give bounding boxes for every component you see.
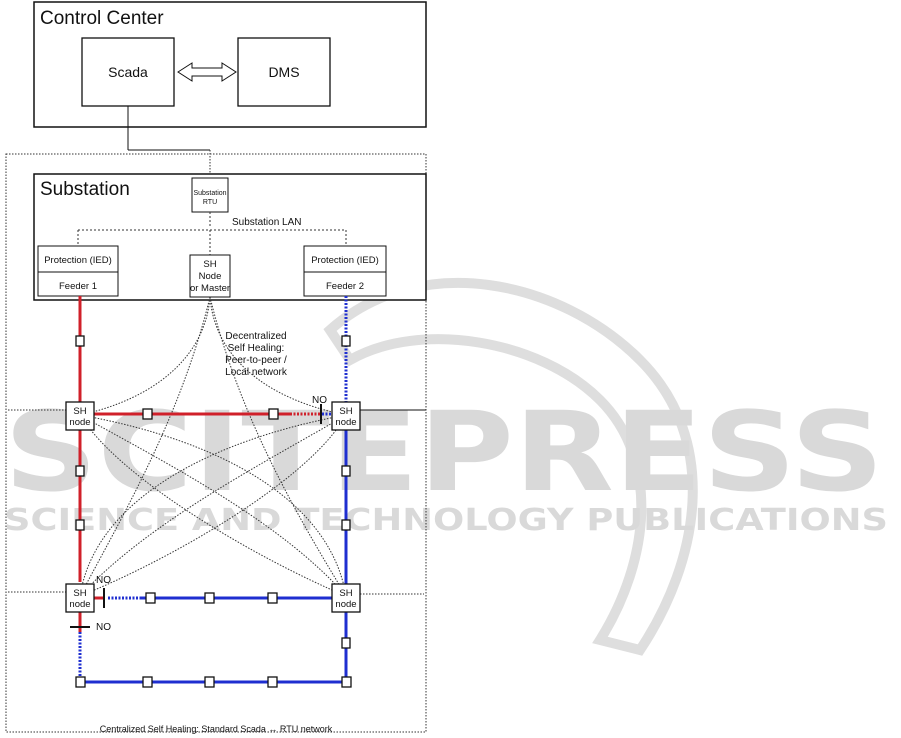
scada-box	[81, 37, 175, 107]
substation-rtu-box	[191, 177, 229, 213]
protection-left-box	[37, 245, 119, 297]
sensor	[204, 676, 215, 688]
sensor	[142, 676, 153, 688]
sensor	[75, 676, 86, 688]
sensor	[341, 637, 351, 649]
centralized-network-boundary	[5, 153, 427, 733]
sensor	[268, 408, 279, 420]
substation-rtu-line1: Substation	[193, 190, 226, 197]
protection-right-label: Protection (IED)	[311, 255, 379, 266]
decentralized-line4: Local network	[225, 367, 288, 378]
dms-box	[237, 37, 331, 107]
footer-caption: Centralized Self Healing: Standard Scada…	[100, 724, 333, 734]
substation-lan-label: Substation LAN	[232, 217, 302, 228]
sh-master-line2: Node	[199, 271, 222, 282]
sensor	[341, 519, 351, 531]
sh-node-label: node	[335, 417, 356, 428]
decentralized-line3: Peer-to-peer /	[225, 355, 287, 366]
sh-node-top-left: SH node	[65, 401, 95, 431]
watermark-sub: SCIENCE AND TECHNOLOGY PUBLICATIONS	[4, 503, 888, 538]
substation: Substation Substation RTU Substation LAN…	[33, 173, 427, 301]
dms-label: DMS	[268, 64, 299, 80]
sh-communication-links	[8, 296, 424, 597]
sh-master-box	[189, 254, 231, 298]
sh-master-line1: SH	[203, 259, 216, 270]
sensor	[204, 592, 215, 604]
sh-node-label: SH	[73, 588, 86, 599]
sh-node-top-right: SH node	[331, 401, 361, 431]
control-center-title: Control Center	[40, 8, 164, 29]
sh-node-bottom-left: SH node	[65, 583, 95, 613]
sensor	[142, 408, 153, 420]
watermark: SCITEPRESS SCIENCE AND TECHNOLOGY PUBLIC…	[4, 277, 888, 656]
no-label-top: NO	[312, 395, 327, 406]
watermark-main: SCITEPRESS	[4, 388, 884, 516]
sh-node-label: node	[335, 599, 356, 610]
sh-node-label: SH	[73, 406, 86, 417]
scada-dms-double-arrow	[177, 62, 237, 82]
sensor	[267, 592, 278, 604]
sh-node-label: node	[69, 417, 90, 428]
sensor	[75, 465, 85, 477]
sh-master-line3: or Master	[190, 283, 230, 294]
decentralized-line1: Decentralized	[225, 331, 286, 342]
scada-label: Scada	[108, 64, 148, 80]
decentralized-line2: Self Healing:	[228, 343, 285, 354]
sensor	[267, 676, 278, 688]
feeder2-label: Feeder 2	[326, 281, 364, 292]
no-label-bottom: NO	[96, 575, 111, 586]
decentralized-label: Decentralized Self Healing: Peer-to-peer…	[225, 331, 288, 378]
sh-node-label: SH	[339, 406, 352, 417]
control-center: Control Center Scada DMS	[33, 1, 427, 151]
protection-right-box	[303, 245, 387, 297]
sh-node-bottom-right: SH node	[331, 583, 361, 613]
protection-left-label: Protection (IED)	[44, 255, 112, 266]
sh-node-label: node	[69, 599, 90, 610]
substation-title: Substation	[40, 179, 130, 200]
feeder1-label: Feeder 1	[59, 281, 97, 292]
sensor	[75, 519, 85, 531]
sh-node-label: SH	[339, 588, 352, 599]
substation-rtu-line2: RTU	[203, 199, 217, 206]
sensor	[341, 465, 351, 477]
sensor	[341, 676, 352, 688]
watermark-swoosh	[323, 277, 698, 656]
no-label-left: NO	[96, 622, 111, 633]
sensor	[341, 335, 351, 347]
sensor	[145, 592, 156, 604]
control-center-box	[33, 1, 427, 128]
line-sensors	[75, 335, 352, 688]
feeder1-lines	[78, 296, 320, 632]
sensor	[75, 335, 85, 347]
